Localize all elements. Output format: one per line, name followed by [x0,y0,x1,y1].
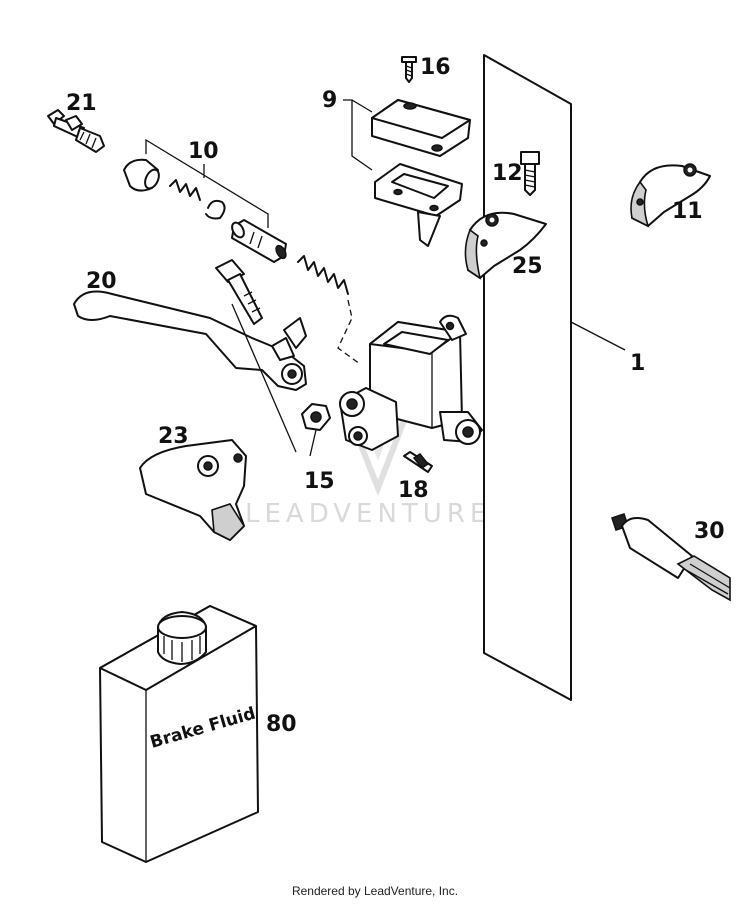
part-label-18: 18 [398,478,429,503]
clamp-25 [464,211,547,280]
brake-fluid-container [99,605,259,863]
cable-30 [611,513,731,602]
leader-10 [145,138,269,228]
reservoir-cover [371,99,471,157]
part-label-21: 21 [66,91,97,116]
part-label-20: 20 [86,269,117,294]
bleeder-18 [403,451,433,473]
watermark-text: LEADVENTURE [245,499,491,529]
piston [231,219,287,263]
part-label-23: 23 [158,424,189,449]
part-label-12: 12 [492,161,523,186]
leader-9 [343,99,373,171]
lever-bracket-23 [139,439,247,541]
part-label-25: 25 [512,254,543,279]
master-cylinder [339,314,483,451]
brake-lever-20 [73,290,307,391]
part-label-1: 1 [630,351,645,376]
clamp-11 [630,163,711,228]
leader-1 [570,321,626,351]
assembly-bracket [483,54,572,701]
part-label-10: 10 [188,139,219,164]
part-label-16: 16 [420,55,451,80]
circlip [205,199,226,220]
pivot-bolt [215,259,263,325]
part-label-9: 9 [322,88,337,113]
spring-large [297,255,349,295]
footer-credit: Rendered by LeadVenture, Inc. [291,884,459,898]
adjuster-21 [47,109,105,153]
leader-15 [231,303,317,457]
piston-cap [123,158,160,192]
pivot-nut [301,403,331,431]
screw-16 [401,56,417,83]
part-label-80: 80 [266,712,297,737]
reservoir-diaphragm [374,163,463,247]
part-label-11: 11 [672,199,703,224]
part-label-30: 30 [694,519,725,544]
spring-small [169,179,201,201]
bolt-12 [520,151,540,196]
part-label-15: 15 [304,469,335,494]
axis-line [337,299,361,365]
